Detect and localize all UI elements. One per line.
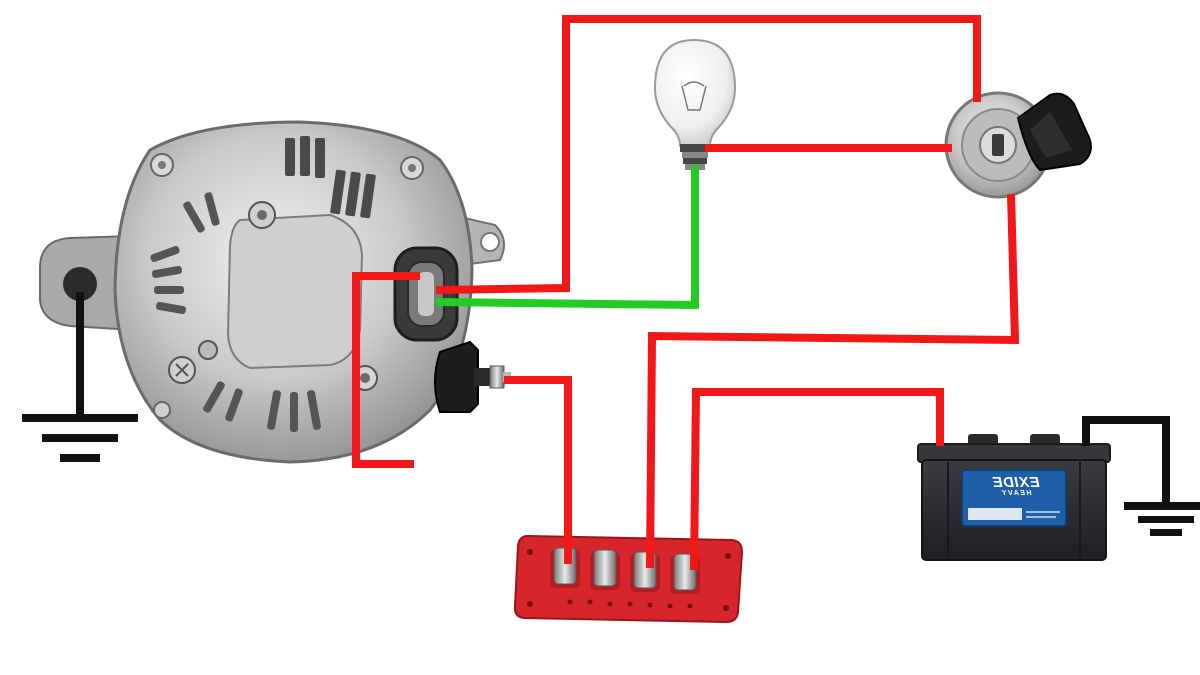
wires: [352, 15, 1020, 571]
battery-model: HEAVY: [1000, 490, 1032, 497]
b-plus-terminal: [434, 340, 511, 413]
wire-indicator-lamp: [435, 166, 699, 310]
ground-symbol-icon: [22, 292, 138, 462]
wire-output-to-busbar: [504, 376, 572, 564]
wire-battery-to-busbar: [690, 388, 944, 571]
battery-brand: EXIDE: [992, 474, 1040, 491]
ignition-key-icon: [944, 91, 1092, 199]
wire-switch-to-busbar: [646, 193, 1020, 569]
wire-sense: [352, 272, 420, 468]
battery-ribs: [947, 462, 1081, 558]
bus-bar-holes: [527, 549, 731, 611]
battery-icon: [917, 434, 1111, 561]
light-bulb-icon: [653, 38, 737, 170]
alternator-vents-top: [285, 136, 376, 219]
battery-brand-label: EXIDE HEAVY: [968, 474, 1064, 497]
wire-ignition-feed: [435, 15, 981, 294]
alternator: [39, 120, 511, 464]
mount-hole: [63, 267, 97, 301]
alternator-rear-plate: [226, 213, 364, 370]
bus-bar-studs: [550, 547, 700, 594]
alternator-bolts: [150, 153, 424, 419]
alternator-vents-side: [150, 192, 321, 432]
ground-symbol-icon: [1082, 416, 1200, 536]
terminal-block-icon: [513, 534, 744, 624]
regulator-connector: [393, 246, 459, 342]
